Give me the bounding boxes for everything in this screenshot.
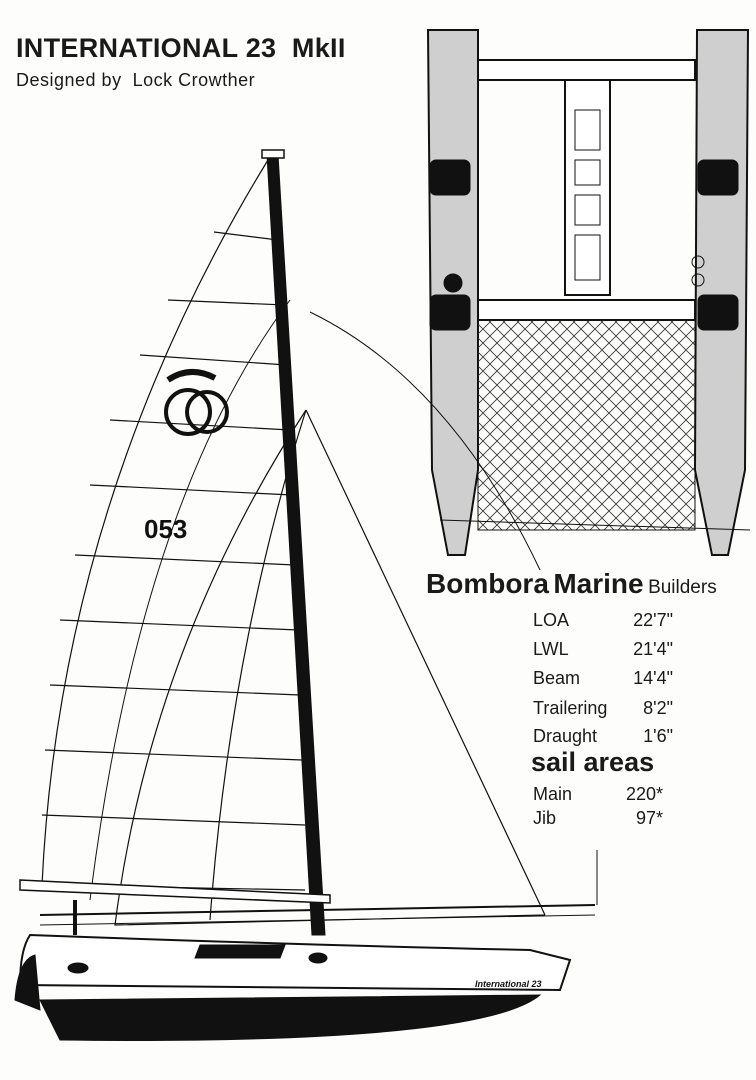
spec-row: Trailering 8'2" <box>533 698 673 719</box>
spec-label: Beam <box>533 668 581 688</box>
boom <box>19 879 331 904</box>
spec-row: Draught 1'6" <box>533 726 673 747</box>
spec-label: Draught <box>533 726 598 746</box>
designer-credit: Designed by Lock Crowther <box>16 70 256 90</box>
spec-value: 8'2" <box>643 698 673 718</box>
spec-value: 14'4" <box>633 668 673 688</box>
class-insignia <box>164 369 229 436</box>
builder-name-1: Bombora <box>426 568 549 599</box>
sail-area-row: Main 220* <box>533 784 663 805</box>
sail-value: 220* <box>625 784 663 804</box>
spec-label: LOA <box>533 610 570 630</box>
spec-value: 22'7" <box>633 610 673 630</box>
spec-value: 21'4" <box>633 639 673 659</box>
spec-row: LOA 22'7" <box>533 610 673 631</box>
sail-value: 97* <box>635 808 663 828</box>
builder-suffix: Builders <box>648 577 717 598</box>
sail-number: 053 <box>144 514 187 544</box>
sail-area-row: Jib 97* <box>533 808 663 829</box>
mast <box>266 154 326 936</box>
sail-label: Jib <box>533 808 557 828</box>
spec-row: LWL 21'4" <box>533 639 673 660</box>
page-title: INTERNATIONAL 23 MkII <box>16 33 346 63</box>
sail-areas-heading: sail areas <box>531 747 655 777</box>
hull <box>14 850 598 1041</box>
plan-view <box>426 29 751 556</box>
spec-value: 1'6" <box>643 726 673 746</box>
builder-heading: Bombora Marine Builders <box>426 568 717 600</box>
sail-label: Main <box>533 784 573 804</box>
builder-name-2: Marine <box>553 568 644 599</box>
spec-row: Beam 14'4" <box>533 668 673 689</box>
hull-name: International 23 <box>475 979 542 989</box>
mainsail <box>41 159 306 901</box>
spec-label: Trailering <box>533 698 608 718</box>
spec-label: LWL <box>533 639 569 659</box>
